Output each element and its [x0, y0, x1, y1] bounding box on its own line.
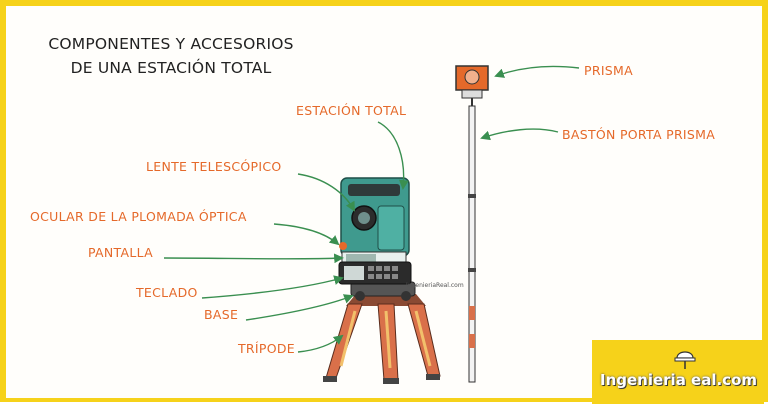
title-line-2: DE UNA ESTACIÓN TOTAL	[70, 59, 272, 77]
hardhat-icon	[674, 351, 696, 369]
label-baston: BASTÓN PORTA PRISMA	[562, 127, 716, 142]
brand-badge: Ingenieria eal.com	[592, 340, 764, 404]
label-teclado: TECLADO	[136, 285, 198, 300]
watermark: IngenieriaReal.com	[406, 282, 464, 289]
arrow-pantalla	[163, 253, 344, 264]
title-line-1: COMPONENTES Y ACCESORIOS	[48, 35, 294, 53]
brand-name: Ingenieria eal.com	[600, 371, 758, 389]
prism-illustration	[455, 65, 489, 106]
arrow-estacion-total	[377, 121, 409, 190]
label-base: BASE	[204, 307, 239, 322]
prism-pole-illustration	[468, 105, 476, 383]
arrow-lente	[297, 173, 355, 212]
label-ocular-plomada: OCULAR DE LA PLOMADA ÓPTICA	[30, 209, 247, 224]
tripod-illustration	[323, 294, 441, 384]
diagram-title: COMPONENTES Y ACCESORIOS DE UNA ESTACIÓN…	[36, 32, 306, 80]
arrow-baston	[480, 128, 559, 141]
total-station-illustration	[338, 177, 412, 285]
arrow-tripode	[297, 334, 344, 353]
label-tripode: TRÍPODE	[238, 341, 296, 356]
label-pantalla: PANTALLA	[88, 245, 154, 260]
arrow-ocular	[273, 223, 340, 246]
label-prisma: PRISMA	[584, 63, 633, 78]
callout-arrows	[163, 65, 580, 353]
arrow-prisma	[494, 65, 580, 78]
label-estacion-total: ESTACIÓN TOTAL	[296, 103, 407, 118]
label-lente-telescopico: LENTE TELESCÓPICO	[146, 159, 282, 174]
diagram-illustration	[163, 65, 580, 384]
arrow-teclado	[201, 275, 344, 299]
arrow-base	[245, 294, 354, 321]
